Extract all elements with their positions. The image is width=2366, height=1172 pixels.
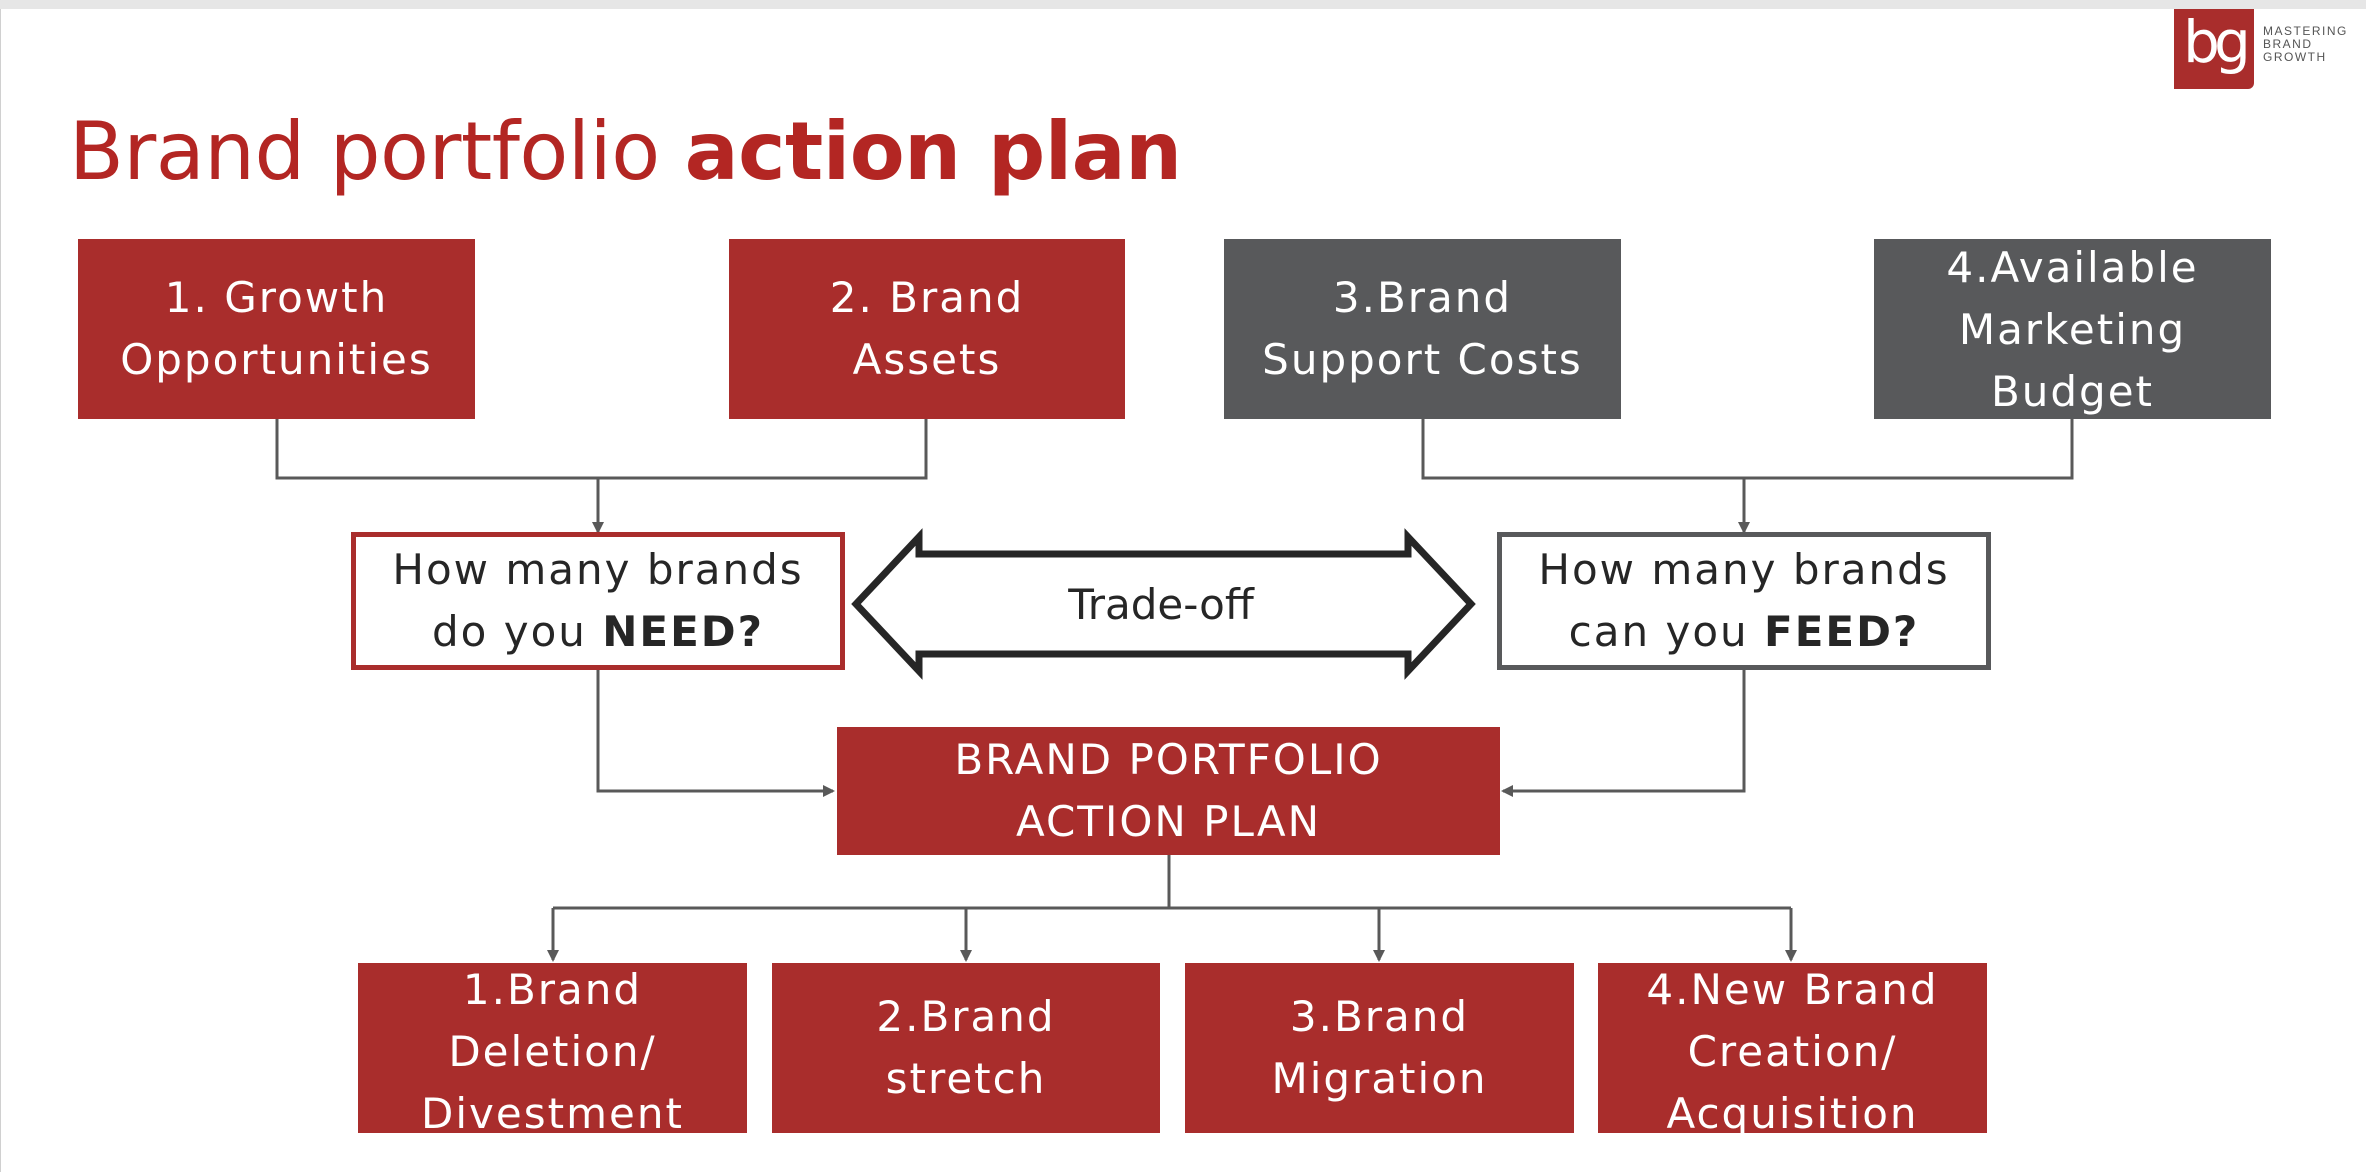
question-feed-line1: How many brands (1538, 545, 1950, 594)
logo-line: BRAND (2263, 37, 2313, 51)
title-bold: action plan (684, 105, 1182, 198)
title-regular: Brand portfolio (69, 105, 685, 198)
action-new-brand-creation: 4.New Brand Creation/ Acquisition (1598, 963, 1987, 1133)
box-line: 2. Brand (829, 273, 1025, 322)
logo-line: MASTERING (2263, 24, 2348, 38)
box-line: 1. Growth (164, 273, 389, 322)
box-line: Marketing (1958, 305, 2187, 354)
question-need: How many brands do you NEED? (351, 532, 845, 670)
center-line: ACTION PLAN (1015, 797, 1322, 846)
brand-portfolio-action-plan: BRAND PORTFOLIO ACTION PLAN (837, 727, 1500, 855)
question-need-line2: do you NEED? (356, 601, 840, 663)
input-brand-assets: 2. Brand Assets (729, 239, 1125, 419)
action-brand-stretch: 2.Brand stretch (772, 963, 1160, 1133)
connector-need-inputs (275, 419, 928, 480)
tradeoff-double-arrow (851, 528, 1476, 680)
question-feed-bold: FEED? (1764, 607, 1920, 656)
input-brand-support-costs: 3.Brand Support Costs (1224, 239, 1621, 419)
action-line: Creation/ (1687, 1027, 1898, 1076)
question-feed: How many brands can you FEED? (1497, 532, 1991, 670)
center-line: BRAND PORTFOLIO (954, 735, 1383, 784)
box-line: Budget (1990, 367, 2155, 416)
box-line: 4.Available (1946, 243, 2199, 292)
slide-title: Brand portfolio action plan (69, 97, 1182, 207)
action-brand-deletion: 1.Brand Deletion/ Divestment (358, 963, 747, 1133)
question-need-line1: How many brands (392, 545, 804, 594)
action-line: Divestment (421, 1089, 684, 1133)
box-line: Assets (852, 335, 1002, 384)
connector-feed-to-plan (1501, 670, 1746, 797)
question-need-bold: NEED? (602, 607, 764, 656)
connector-feed-inputs (1421, 419, 2074, 480)
logo-wordmark: MASTERING BRAND GROWTH (2263, 25, 2363, 64)
action-brand-migration: 3.Brand Migration (1185, 963, 1574, 1133)
connector-need-to-plan (596, 670, 835, 797)
action-line: 1.Brand (462, 965, 643, 1014)
input-growth-opportunities: 1. Growth Opportunities (78, 239, 475, 419)
question-need-prefix: do you (432, 607, 603, 656)
box-line: 3.Brand (1332, 273, 1513, 322)
question-feed-prefix: can you (1568, 607, 1764, 656)
action-line: 4.New Brand (1646, 965, 1939, 1014)
action-line: 3.Brand (1289, 992, 1470, 1041)
action-line: Acquisition (1666, 1089, 1919, 1133)
box-line: Opportunities (120, 335, 433, 384)
action-line: stretch (885, 1054, 1047, 1103)
brand-logo: bg (2174, 9, 2254, 89)
logo-line: GROWTH (2263, 50, 2327, 64)
logo-mark: bg (2183, 8, 2251, 76)
tradeoff-label: Trade-off (1068, 580, 1254, 629)
box-line: Support Costs (1262, 335, 1583, 384)
slide: Brand portfolio action plan bg MASTERING… (0, 9, 2366, 1172)
input-marketing-budget: 4.Available Marketing Budget (1874, 239, 2271, 419)
action-line: 2.Brand (876, 992, 1056, 1041)
question-feed-line2: can you FEED? (1502, 601, 1986, 663)
action-line: Deletion/ (448, 1027, 657, 1076)
action-line: Migration (1271, 1054, 1488, 1103)
